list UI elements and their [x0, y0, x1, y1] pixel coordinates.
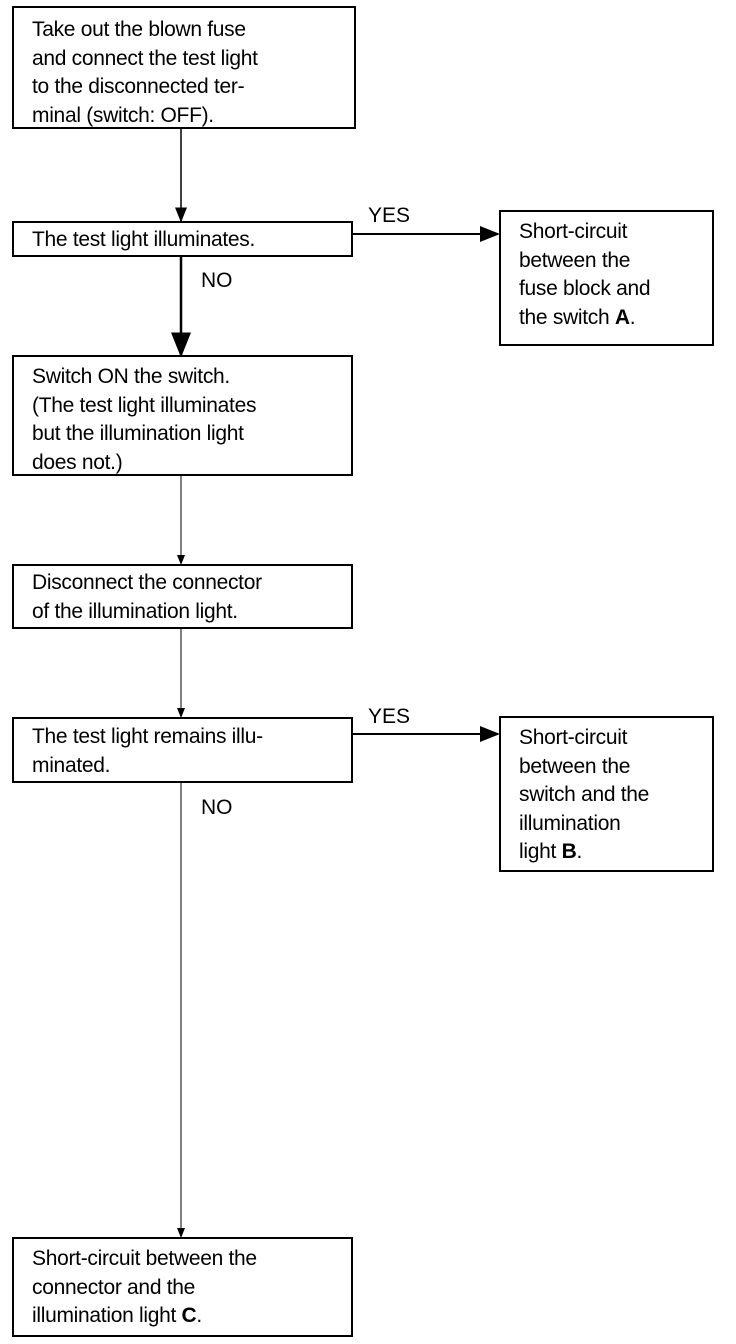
node-result-a: Short-circuit between the fuse block and…: [499, 210, 714, 346]
edge-label-yes2: YES: [368, 705, 411, 728]
text-line: and connect the test light: [32, 46, 258, 70]
edge-label-yes1: YES: [368, 204, 411, 227]
text-line: Short-circuit between the: [32, 1247, 257, 1270]
text-line: to the disconnected ter-: [32, 75, 245, 98]
text-line: minated.: [32, 753, 111, 777]
text-line: illumination light C.: [32, 1302, 351, 1331]
text-line: (The test light illuminates: [32, 393, 257, 417]
text-line: Switch ON the switch.: [32, 365, 230, 388]
node-check2: The test light remains illu- minated.: [12, 717, 353, 783]
text-line: connector and the: [32, 1275, 196, 1299]
text-line: Take out the blown fuse: [32, 18, 246, 41]
location-letter: C: [181, 1304, 197, 1327]
text-line: the switch A.: [519, 304, 712, 333]
node-start: Take out the blown fuse and connect the …: [12, 6, 356, 129]
text-span: .: [196, 1304, 202, 1327]
text-span: .: [576, 840, 582, 863]
text-line: Short-circuit: [519, 726, 628, 749]
text-line: of the illumination light.: [32, 599, 238, 623]
text-span: light: [519, 840, 562, 863]
node-result-c: Short-circuit between the connector and …: [12, 1237, 353, 1337]
text-line: Short-circuit: [519, 220, 628, 243]
text-line: does not.): [32, 450, 123, 474]
text-line: The test light remains illu-: [32, 725, 263, 748]
text-line: between the: [519, 248, 631, 272]
text-span: .: [629, 305, 636, 329]
text-line: minal (switch: OFF).: [32, 103, 214, 127]
location-letter: A: [614, 305, 630, 329]
node-check1: The test light illuminates.: [12, 221, 353, 257]
node-switch-on: Switch ON the switch. (The test light il…: [12, 355, 353, 476]
text-line: The test light illuminates.: [32, 228, 256, 251]
edge-label-no1: NO: [201, 269, 233, 292]
node-result-b: Short-circuit between the switch and the…: [499, 716, 714, 872]
text-line: Disconnect the connector: [32, 571, 262, 594]
text-line: switch and the: [519, 783, 650, 806]
text-span: illumination light: [32, 1304, 182, 1327]
location-letter: B: [561, 840, 577, 863]
text-span: the switch: [519, 305, 615, 329]
node-disconnect: Disconnect the connector of the illumina…: [12, 564, 353, 629]
text-line: but the illumination light: [32, 422, 244, 445]
edge-label-no2: NO: [201, 796, 233, 819]
text-line: illumination: [519, 811, 621, 835]
text-line: fuse block and: [519, 277, 651, 300]
text-line: light B.: [519, 838, 712, 867]
text-line: between the: [519, 754, 631, 778]
